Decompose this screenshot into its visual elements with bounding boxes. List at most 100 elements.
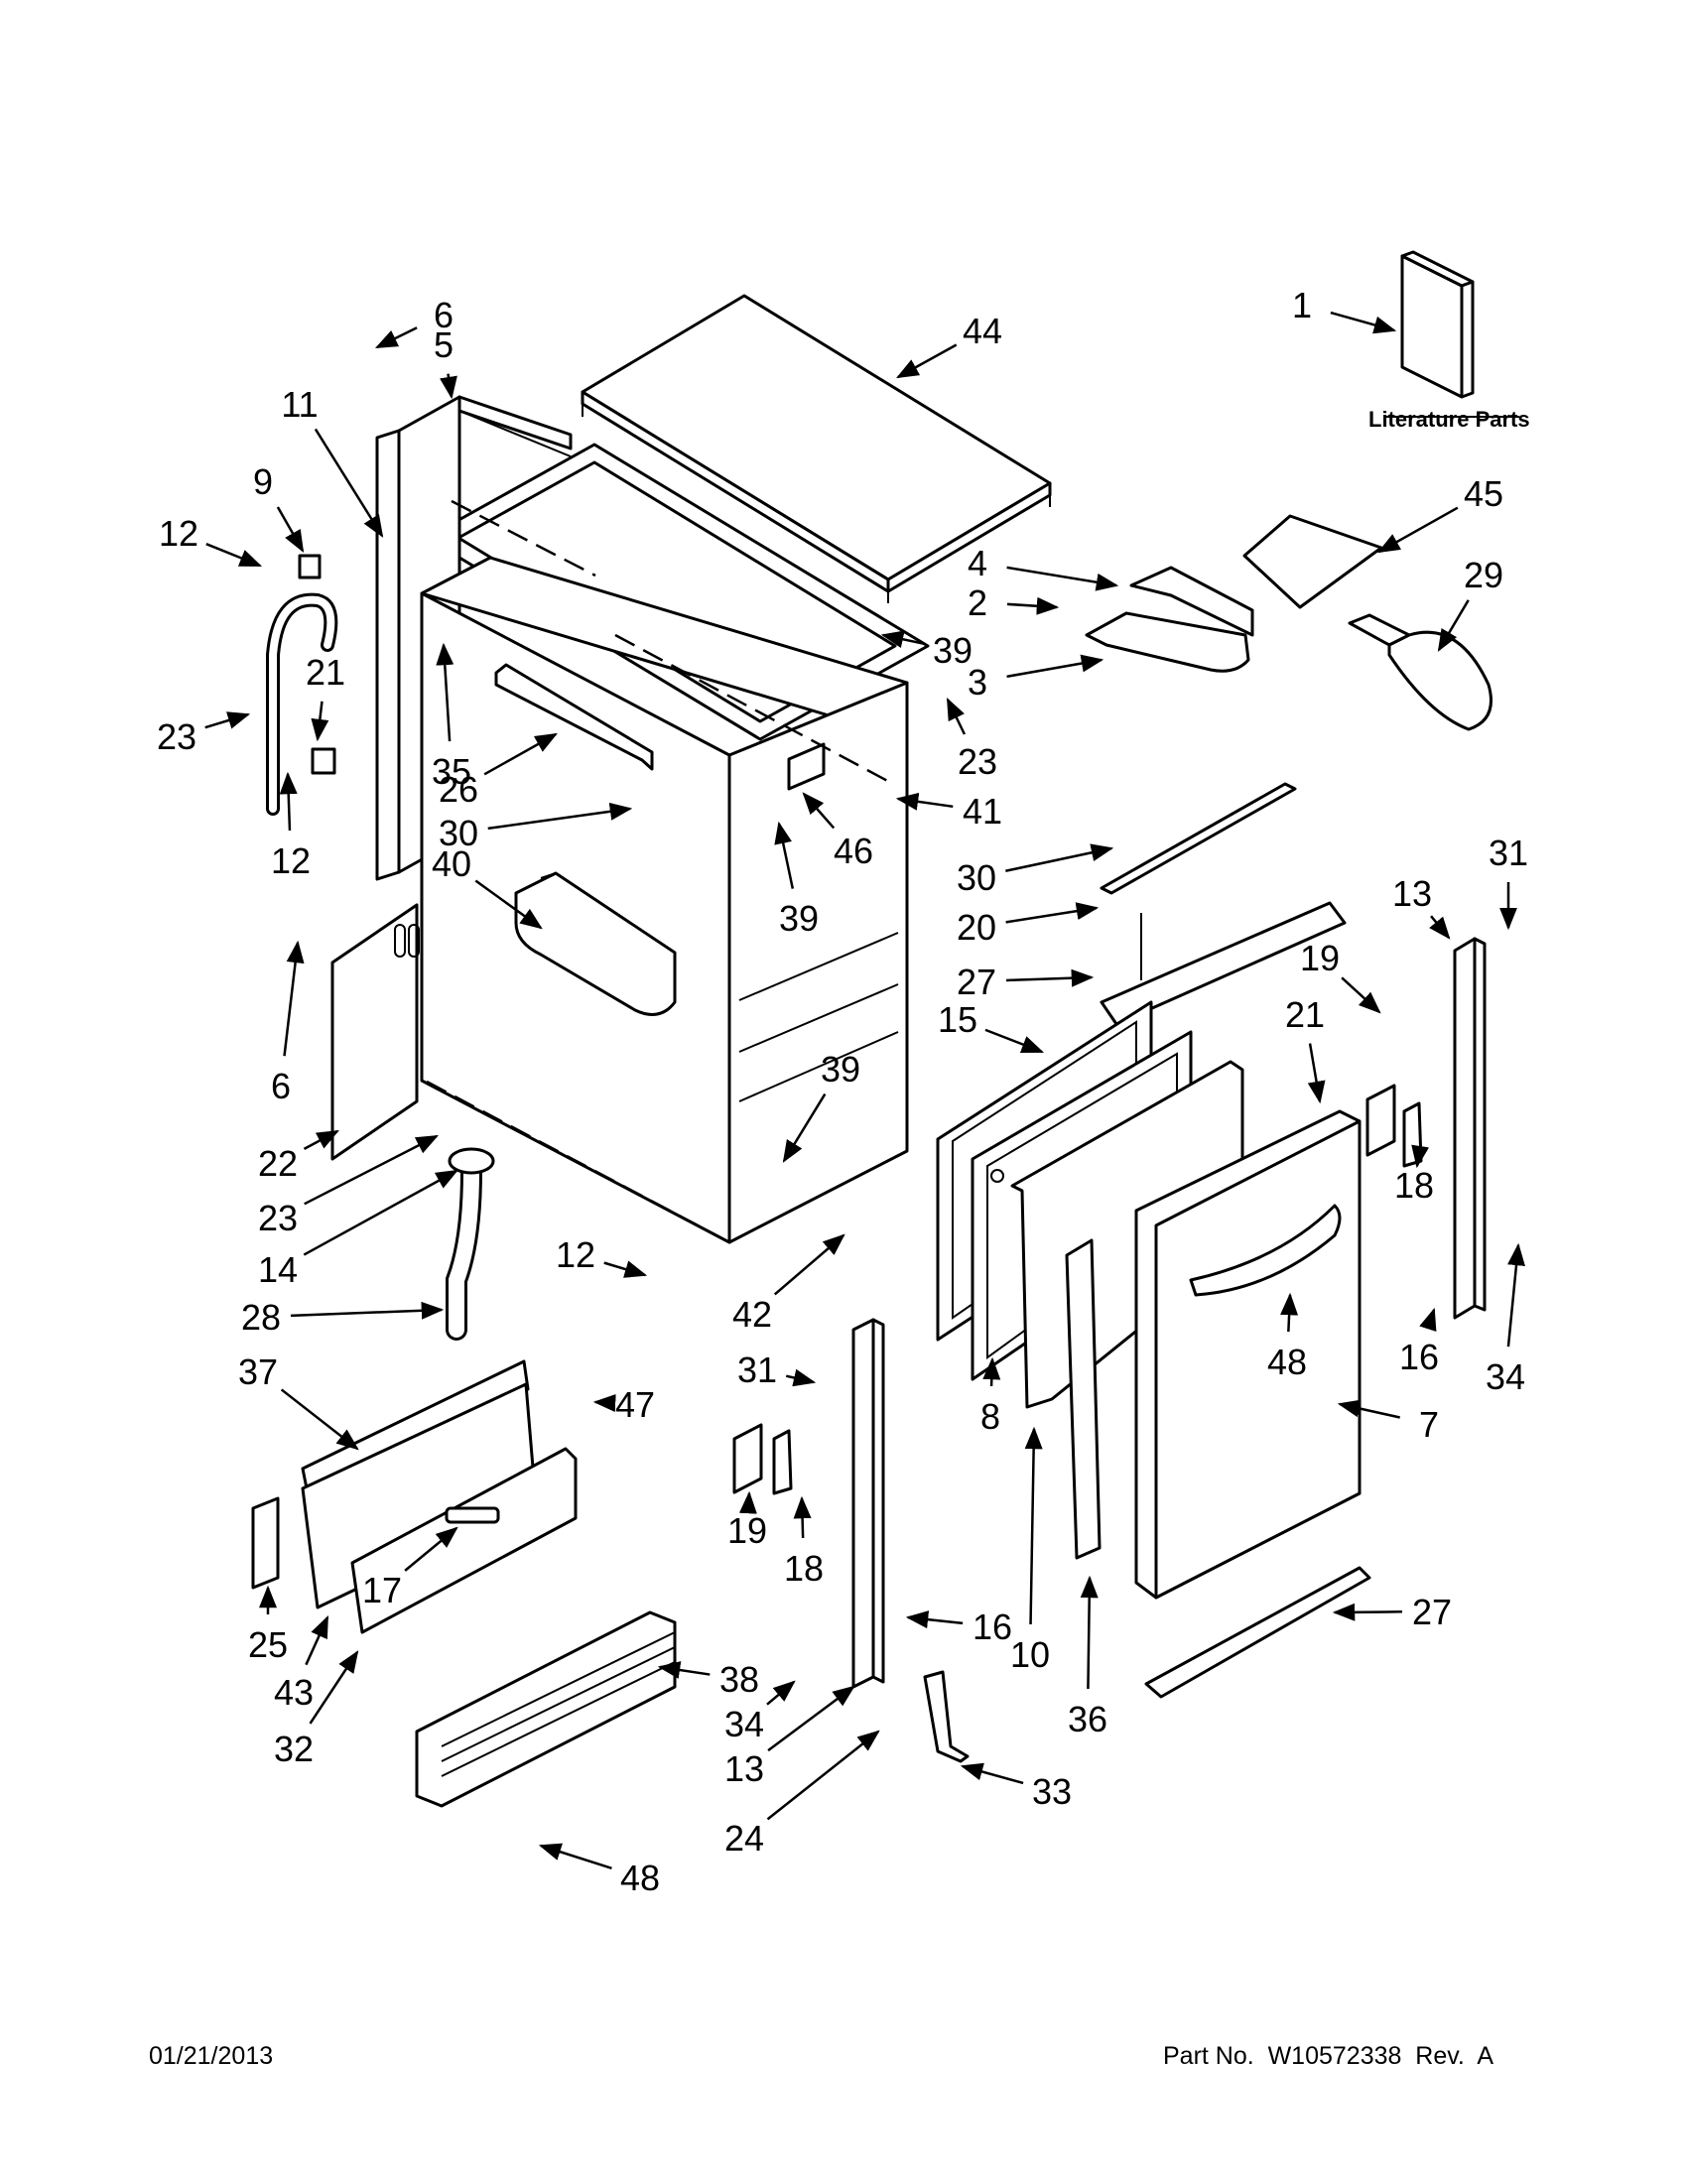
callout-7: 7 (1419, 1404, 1439, 1445)
callout-41: 41 (963, 791, 1002, 832)
leader-arrow-39 (774, 821, 795, 889)
callout-1: 1 (1292, 285, 1312, 325)
leader-arrow-39 (782, 1092, 827, 1163)
callout-31: 31 (1489, 833, 1528, 873)
leader-arrow-47 (592, 1394, 616, 1412)
callout-28: 28 (241, 1297, 281, 1338)
callout-2: 2 (968, 582, 987, 623)
leader-arrow-26 (483, 732, 558, 776)
callout-13: 13 (1392, 873, 1432, 914)
leader-arrow-6 (283, 940, 305, 1057)
leader-arrow-29 (1437, 599, 1470, 652)
leader-arrow-30 (1005, 843, 1114, 872)
callout-15: 15 (938, 999, 977, 1040)
callout-11: 11 (281, 384, 318, 425)
callout-39: 39 (779, 898, 819, 939)
callout-23: 23 (958, 741, 997, 782)
callout-47: 47 (615, 1384, 655, 1425)
tube-clamp (448, 1147, 495, 1175)
leader-arrow-7 (1337, 1399, 1400, 1419)
hinge-bracket-lower (772, 1429, 793, 1495)
footer-date: 01/21/2013 (149, 2042, 274, 2070)
leader-arrow-38 (657, 1661, 711, 1679)
callout-31: 31 (737, 1349, 777, 1390)
callout-3: 3 (968, 662, 987, 703)
callout-16: 16 (973, 1606, 1012, 1647)
callout-5: 5 (434, 324, 454, 365)
callout-37: 37 (238, 1351, 278, 1392)
callout-24: 24 (724, 1818, 764, 1859)
leader-arrow-12 (279, 771, 298, 832)
callout-39: 39 (821, 1049, 860, 1090)
hinge-plate-upper (1365, 1084, 1396, 1157)
callout-6: 6 (271, 1066, 291, 1106)
upper-door-rail (1100, 782, 1347, 1026)
callout-22: 22 (258, 1143, 298, 1184)
leader-arrow-30 (487, 802, 633, 831)
leader-arrow-10 (1024, 1426, 1043, 1625)
leader-arrow-14 (303, 1169, 458, 1256)
leader-arrow-16 (1419, 1307, 1437, 1333)
callout-20: 20 (957, 907, 996, 948)
leader-arrow-13 (767, 1685, 855, 1752)
leader-arrow-36 (1080, 1575, 1099, 1690)
leader-arrow-21 (1307, 1043, 1326, 1104)
leader-arrow-46 (802, 792, 836, 830)
callout-30: 30 (439, 813, 478, 853)
callout-21: 21 (1285, 994, 1325, 1035)
callout-36: 36 (1068, 1699, 1107, 1739)
leader-arrow-41 (895, 792, 954, 811)
callout-34: 34 (1486, 1356, 1525, 1397)
callout-8: 8 (980, 1396, 1000, 1437)
leader-arrow-28 (290, 1301, 445, 1320)
leader-arrow-12 (205, 543, 263, 568)
storage-bin (514, 871, 677, 1016)
literature-booklet (1400, 250, 1475, 399)
toe-kick-bracket (301, 1359, 530, 1495)
leader-arrow-37 (280, 1388, 359, 1451)
callout-45: 45 (1464, 473, 1503, 514)
leader-arrow-27 (1332, 1603, 1403, 1621)
leader-arrow-12 (603, 1260, 648, 1278)
side-panel (330, 903, 420, 1161)
callout-34: 34 (724, 1704, 764, 1744)
callout-23: 23 (258, 1198, 298, 1238)
callout-4: 4 (968, 543, 987, 583)
leader-arrow-34 (1506, 1242, 1525, 1348)
leader-arrow-34 (766, 1680, 796, 1706)
hinge-rail-right (1453, 937, 1487, 1320)
leader-arrow-27 (1005, 968, 1095, 987)
leader-arrow-18 (793, 1495, 812, 1539)
callout-26: 26 (439, 769, 478, 810)
drain-hose-inner (269, 595, 335, 813)
door-panel (1134, 1109, 1362, 1600)
leader-arrow-19 (1341, 976, 1381, 1014)
callout-23: 23 (157, 716, 196, 757)
leader-arrow-11 (314, 428, 384, 538)
callout-10: 10 (1010, 1634, 1050, 1675)
toe-kick-grille (350, 1447, 578, 1634)
leader-arrow-40 (474, 879, 543, 930)
leader-arrow-3 (1006, 654, 1104, 679)
access-plate (1242, 514, 1383, 609)
leader-arrow-1 (1330, 311, 1397, 334)
routing-line (614, 633, 894, 786)
drain-tube-inner (449, 1163, 479, 1338)
leader-arrow-32 (309, 1650, 359, 1725)
leader-arrow-23 (304, 1134, 440, 1206)
callout-39: 39 (933, 630, 973, 671)
leader-arrow-21 (311, 701, 329, 742)
ice-scoop (1348, 613, 1492, 731)
leader-arrow-48 (1280, 1292, 1299, 1333)
leader-arrow-13 (1429, 915, 1451, 940)
callout-27: 27 (1412, 1592, 1452, 1632)
callout-12: 12 (159, 513, 198, 554)
callout-38: 38 (719, 1659, 759, 1700)
callout-42: 42 (732, 1294, 772, 1335)
mounting-bracket (787, 742, 826, 791)
callout-32: 32 (274, 1729, 314, 1769)
callout-12: 12 (271, 840, 311, 881)
callout-13: 13 (724, 1748, 764, 1789)
